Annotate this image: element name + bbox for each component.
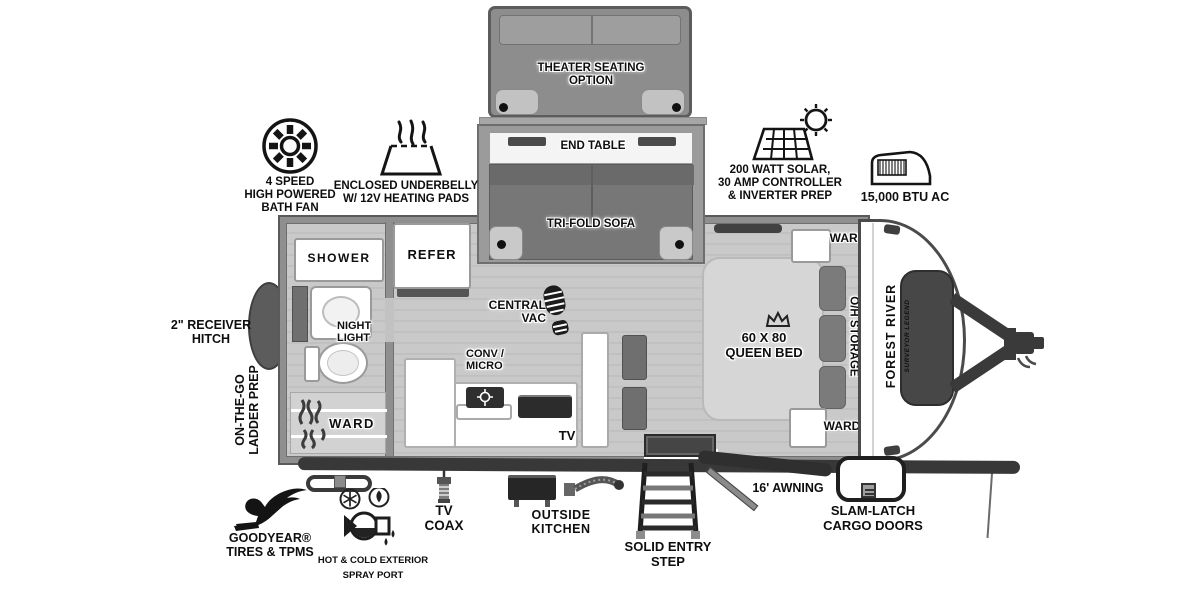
queen-bed-label: 60 X 80 QUEEN BED xyxy=(725,330,803,360)
refer-label: REFER xyxy=(407,247,457,262)
ward-top-label: WARD xyxy=(829,231,867,245)
griddle-leg xyxy=(514,500,519,507)
entry-step-label: SOLID ENTRY STEP xyxy=(624,539,712,569)
refer-base xyxy=(397,287,469,297)
outside-kitchen-icon xyxy=(564,476,624,496)
bath-fan-label: 4 SPEED HIGH POWERED BATH FAN xyxy=(244,176,336,214)
solar-label: 200 WATT SOLAR, 30 AMP CONTROLLER & INVE… xyxy=(718,164,842,202)
ward-bottom-cabinet xyxy=(789,408,827,448)
cooktop-burner-icon xyxy=(477,389,493,406)
brand-label: FOREST RIVER SURVEYOR LEGEND xyxy=(884,283,911,389)
bath-fan-icon xyxy=(262,118,318,174)
door-shelf-lower xyxy=(622,387,647,430)
ward-bottom-label: WARD xyxy=(823,419,861,433)
door-shelf-upper xyxy=(622,335,647,380)
conv-micro-label: CONV / MICRO xyxy=(466,348,504,373)
sofa-seam xyxy=(591,165,593,225)
refrigerator xyxy=(393,223,471,289)
pillow xyxy=(819,266,846,311)
solar-icon xyxy=(752,104,832,161)
end-table-accent xyxy=(638,137,676,146)
brand-model-label: SURVEYOR LEGEND xyxy=(904,299,911,373)
outside-kitchen-label: OUTSIDE KITCHEN xyxy=(531,508,591,536)
hot-icon xyxy=(368,488,390,508)
underbelly-label: ENCLOSED UNDERBELLY W/ 12V HEATING PADS xyxy=(333,180,479,205)
bathroom-door-opening xyxy=(385,298,394,342)
bath-wardrobe xyxy=(290,392,387,454)
theater-backrest-divider xyxy=(591,15,593,45)
outside-kitchen-griddle xyxy=(508,475,556,500)
wardrobe-shelf-line xyxy=(291,409,387,412)
entertainment-cabinet xyxy=(581,332,609,448)
spray-port-label: HOT & COLD EXTERIOR SPRAY PORT xyxy=(317,555,429,582)
shower xyxy=(294,238,384,282)
theater-seating-option xyxy=(488,6,692,118)
breakaway-cable xyxy=(986,466,994,538)
tv-unit xyxy=(518,395,572,418)
heating-pads-icon xyxy=(379,119,443,176)
hitch-icon xyxy=(950,293,1044,393)
end-table xyxy=(489,132,693,164)
latch-line xyxy=(865,493,875,495)
sofa-foot xyxy=(675,240,684,249)
hanging-clothes-icon xyxy=(298,399,326,450)
queen-bed-icon xyxy=(765,311,791,327)
sofa-foot xyxy=(497,240,506,249)
cargo-door-icon xyxy=(836,456,906,502)
toilet-seat xyxy=(327,350,359,376)
front-window xyxy=(900,270,954,406)
theater-label: THEATER SEATING OPTION xyxy=(537,62,645,87)
pillow xyxy=(819,366,846,409)
awning-label: 16' AWNING xyxy=(752,481,824,495)
entry-step-well xyxy=(644,434,716,457)
wardrobe-shelf-line xyxy=(291,435,387,438)
theater-foot xyxy=(672,103,681,112)
ac-icon xyxy=(870,150,932,186)
sofa-slideout xyxy=(477,124,705,264)
receiver-hitch-label: 2" RECEIVER HITCH xyxy=(170,318,252,346)
entry-step-icon xyxy=(636,462,700,539)
ward-top-cabinet xyxy=(791,229,831,263)
griddle-leg xyxy=(545,500,550,507)
central-vac-label: CENTRAL VAC xyxy=(488,298,546,326)
bedroom-window-icon xyxy=(714,224,782,233)
end-table-accent xyxy=(508,137,546,146)
theater-foot xyxy=(499,103,508,112)
ac-label: 15,000 BTU AC xyxy=(860,190,950,204)
shower-label: SHOWER xyxy=(307,251,371,265)
goodyear-label: GOODYEAR® TIRES & TPMS xyxy=(226,531,314,559)
cargo-door-latch xyxy=(861,483,876,498)
pillow xyxy=(819,315,846,362)
bath-ward-label: WARD xyxy=(329,416,375,431)
cargo-doors-label: SLAM-LATCH CARGO DOORS xyxy=(823,503,923,533)
cap-seam xyxy=(872,223,874,458)
cold-icon xyxy=(339,488,361,510)
night-light-label: NIGHT LIGHT xyxy=(337,320,372,345)
trifold-sofa-label: TRI-FOLD SOFA xyxy=(546,218,636,230)
latch-line xyxy=(865,489,875,491)
central-vac-icon xyxy=(543,285,569,336)
tv-coax-label: TV COAX xyxy=(424,503,464,534)
bath-sink-basin xyxy=(322,296,360,328)
kitchen-counter-tall xyxy=(404,358,456,448)
end-table-label: END TABLE xyxy=(560,140,626,152)
sofa-armrest-left xyxy=(489,226,523,260)
theater-backrest xyxy=(499,15,681,45)
spray-port-icon xyxy=(339,488,395,546)
cooktop xyxy=(466,387,504,408)
bath-cabinet xyxy=(292,286,308,342)
ladder-prep-label: ON-THE-GO LADDER PREP xyxy=(233,365,261,455)
tv-label: TV xyxy=(558,428,576,443)
goodyear-icon xyxy=(234,488,307,531)
tv-coax-icon xyxy=(437,470,451,503)
grab-handle-tab xyxy=(334,475,346,488)
